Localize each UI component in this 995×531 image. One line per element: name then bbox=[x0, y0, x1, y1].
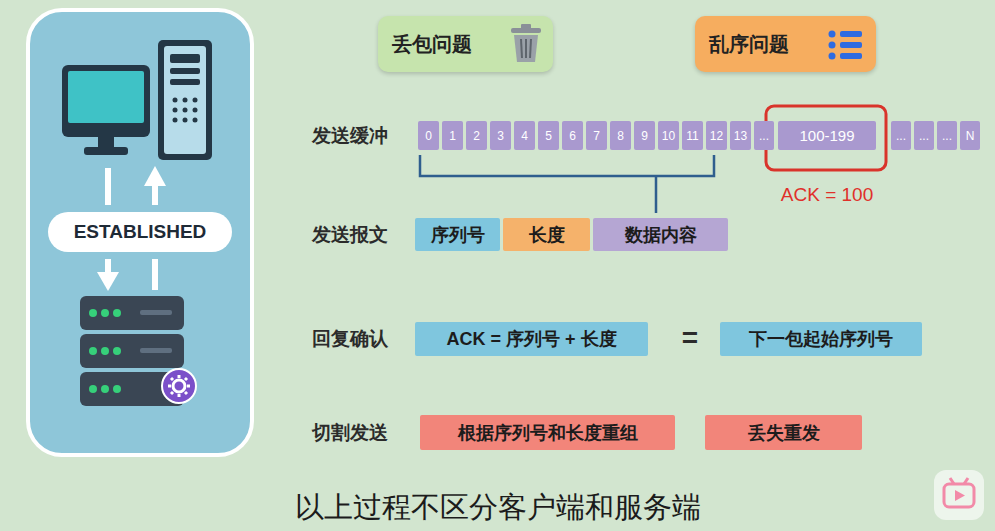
row-label-text: 回复确认 bbox=[312, 326, 388, 352]
row-label-text: 发送报文 bbox=[312, 222, 388, 248]
box-text: 8 bbox=[617, 129, 624, 143]
box-text: 数据内容 bbox=[625, 223, 697, 247]
buffer-cell: 12 bbox=[706, 121, 727, 150]
box-text: 丢包问题 bbox=[392, 31, 472, 58]
box-text: ... bbox=[942, 129, 952, 143]
box-text: 下一包起始序列号 bbox=[749, 327, 893, 351]
row-label: 回复确认 bbox=[312, 322, 412, 356]
buffer-cell: 5 bbox=[538, 121, 559, 150]
buffer-cell: 10 bbox=[658, 121, 679, 150]
buffer-cell: 7 bbox=[586, 121, 607, 150]
server-icon bbox=[80, 296, 196, 406]
buffer-cell: 6 bbox=[562, 121, 583, 150]
box-text: 7 bbox=[593, 129, 600, 143]
highlight-frame bbox=[766, 106, 886, 170]
box-text: 根据序列号和长度重组 bbox=[458, 421, 638, 445]
buffer-cell: 100-199 bbox=[778, 121, 876, 150]
box-text: 4 bbox=[521, 129, 528, 143]
buffer-cell: 11 bbox=[682, 121, 703, 150]
box-text: 6 bbox=[569, 129, 576, 143]
buffer-cell: 2 bbox=[466, 121, 487, 150]
topic-box: 乱序问题 bbox=[695, 16, 876, 72]
box-text: 5 bbox=[545, 129, 552, 143]
row-label-text: 切割发送 bbox=[312, 420, 388, 446]
field-box: 序列号 bbox=[415, 218, 500, 251]
box-text: 9 bbox=[641, 129, 648, 143]
row-label: 发送报文 bbox=[312, 218, 412, 251]
box-text: 1 bbox=[449, 129, 456, 143]
buffer-cell: ... bbox=[914, 121, 934, 150]
buffer-cell: 8 bbox=[610, 121, 631, 150]
box-text: 12 bbox=[710, 129, 723, 143]
buffer-cell: 3 bbox=[490, 121, 511, 150]
trash-icon bbox=[511, 24, 541, 62]
box-text: ESTABLISHED bbox=[74, 221, 207, 243]
buffer-cell: ... bbox=[937, 121, 957, 150]
equals-sign: = bbox=[670, 320, 710, 356]
row-label-text: 发送缓冲 bbox=[312, 123, 388, 149]
action-box: 根据序列号和长度重组 bbox=[420, 415, 675, 450]
action-box: 丢失重发 bbox=[705, 415, 862, 450]
buffer-cell: N bbox=[960, 121, 980, 150]
buffer-cell: 1 bbox=[442, 121, 463, 150]
box-text: ... bbox=[896, 129, 906, 143]
connection-panel bbox=[28, 10, 252, 455]
field-box: 长度 bbox=[503, 218, 590, 251]
box-text: 丢失重发 bbox=[748, 421, 820, 445]
subtitle-text: 以上过程不区分客户端和服务端 bbox=[295, 488, 701, 528]
box-text: ... bbox=[919, 129, 929, 143]
buffer-cell: 0 bbox=[418, 121, 439, 150]
box-text: 13 bbox=[734, 129, 747, 143]
buffer-cell: 13 bbox=[730, 121, 751, 150]
box-text: 3 bbox=[497, 129, 504, 143]
box-text: 100-199 bbox=[799, 127, 854, 144]
range-bracket bbox=[420, 155, 714, 213]
buffer-cell: 9 bbox=[634, 121, 655, 150]
list-icon bbox=[829, 31, 863, 60]
tower-icon bbox=[158, 40, 212, 160]
subtitle: 以上过程不区分客户端和服务端 bbox=[0, 488, 995, 528]
box-text: 10 bbox=[662, 129, 675, 143]
topic-box: 丢包问题 bbox=[378, 16, 553, 72]
box-text: 2 bbox=[473, 129, 480, 143]
result-box: 下一包起始序列号 bbox=[720, 322, 922, 356]
buffer-cell: ... bbox=[754, 121, 774, 150]
box-text: ... bbox=[759, 129, 769, 143]
row-label: 发送缓冲 bbox=[312, 121, 412, 150]
row-label: 切割发送 bbox=[312, 415, 412, 450]
box-text: N bbox=[966, 129, 975, 143]
video-logo bbox=[934, 470, 984, 520]
equals-sign-text: = bbox=[682, 322, 698, 354]
box-text: 11 bbox=[686, 129, 698, 143]
buffer-cell: 4 bbox=[514, 121, 535, 150]
box-text: 0 bbox=[425, 129, 432, 143]
field-box: 数据内容 bbox=[593, 218, 728, 251]
box-text: 序列号 bbox=[431, 223, 485, 247]
state-pill: ESTABLISHED bbox=[48, 212, 232, 252]
ack-note-text: ACK = 100 bbox=[781, 184, 873, 206]
ack-note: ACK = 100 bbox=[757, 182, 897, 208]
box-text: 长度 bbox=[529, 223, 565, 247]
buffer-cell: ... bbox=[891, 121, 911, 150]
box-text: ACK = 序列号 + 长度 bbox=[446, 327, 616, 351]
formula-box: ACK = 序列号 + 长度 bbox=[415, 322, 648, 356]
box-text: 乱序问题 bbox=[709, 31, 789, 58]
computer-icon bbox=[62, 65, 150, 155]
